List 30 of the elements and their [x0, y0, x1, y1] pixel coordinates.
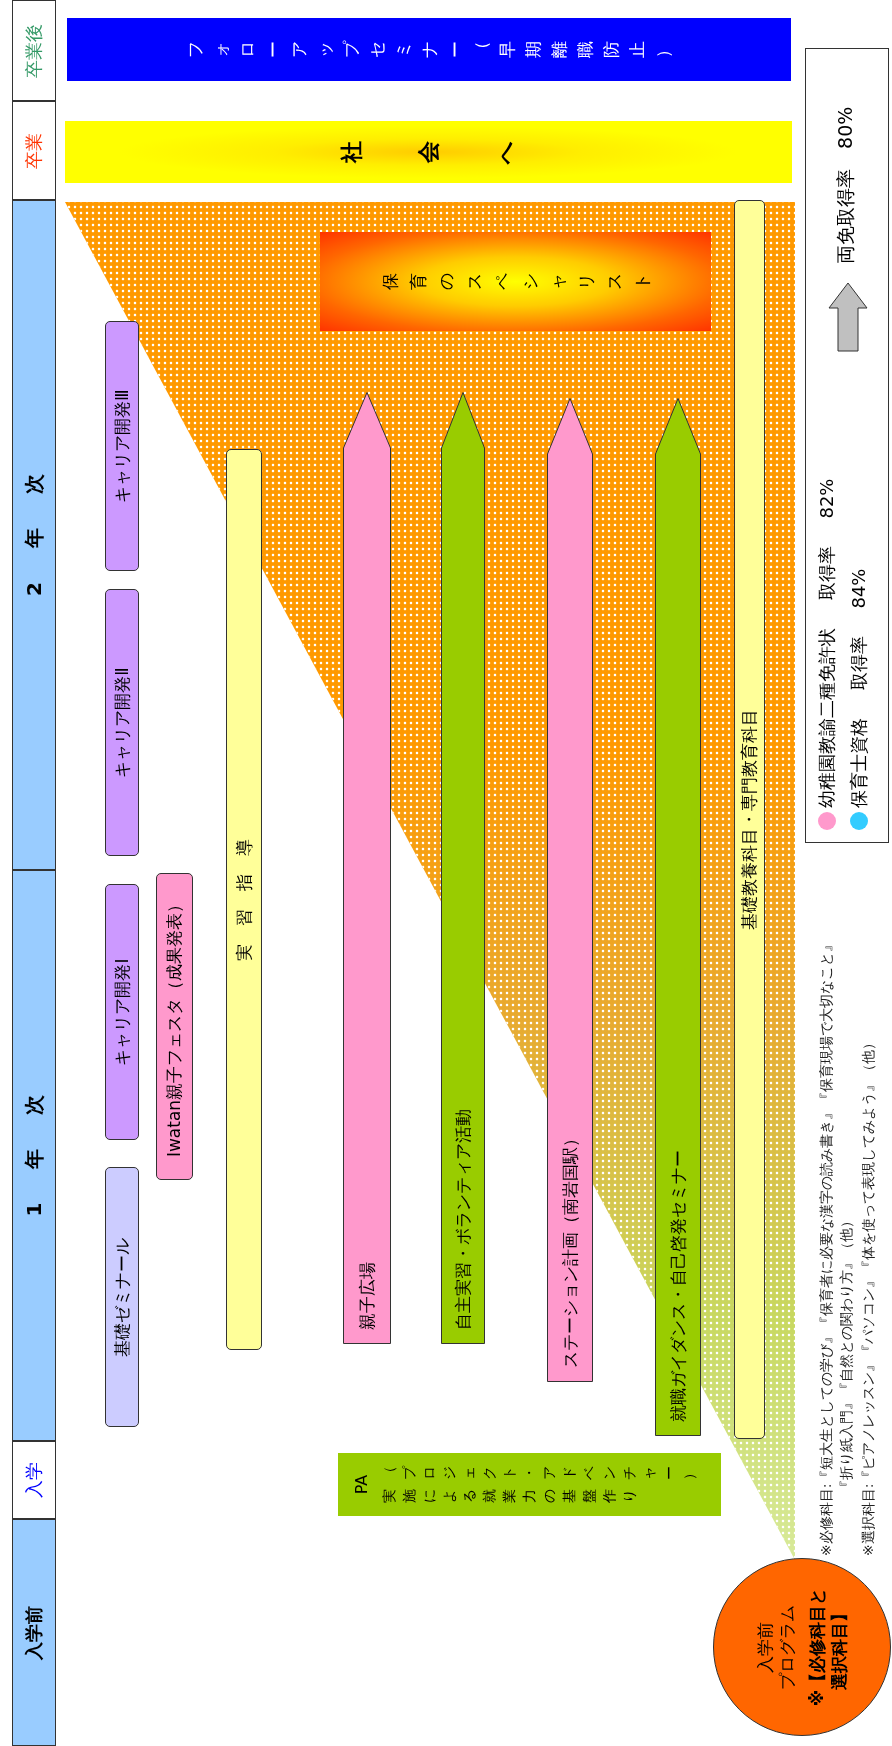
timeline-cell: 入学 — [12, 1441, 56, 1519]
pa-box — [338, 1453, 721, 1516]
program-bar: Iwatan親子フェスタ（成果発表） — [156, 873, 193, 1180]
circle-note: ※【必修科目と選択科目】 — [806, 1587, 850, 1707]
follow-up-band: フォローアップセミナー（早期離職防止） — [67, 18, 791, 81]
rate-label: 両免取得率 80% — [833, 106, 857, 264]
box-text: （プロジェクト・アドベンチャー）実施による就業力の基盤作り — [380, 1464, 698, 1505]
program-bar: キャリア開発Ⅰ — [105, 884, 139, 1140]
program-bar: キャリア開発Ⅲ — [105, 321, 139, 571]
arrow-bar: ステーション計画（南岩国駅） — [547, 398, 593, 1382]
note-text: ※必修科目:『短大生としての学び』『保育者に必要な漢字の読み書き』『保育現場で大切なこと』『折り紙入門』『自然との関わり方』（他） — [817, 936, 855, 1556]
arrow-bar: 自主実習・ボランティア活動 — [441, 392, 485, 1344]
arrow-bar: 親子広場 — [343, 392, 391, 1344]
timeline-cell: 卒業後 — [12, 0, 56, 101]
timeline-cell: 入学前 — [12, 1519, 56, 1746]
timeline-cell: 2年次 — [12, 200, 56, 870]
program-bar: 基礎ゼミナール — [105, 1167, 139, 1427]
society-band: 社会へ — [65, 121, 792, 183]
timeline-cell: 1年次 — [12, 870, 56, 1441]
program-bar: 基礎教養科目・専門教育科目 — [734, 200, 765, 1439]
arrow-bar: 就職ガイダンス・自己啓発セミナー — [655, 398, 701, 1436]
program-bar: キャリア開発Ⅱ — [105, 589, 139, 856]
timeline-cell: 卒業 — [12, 101, 56, 200]
legend-text: 幼稚園教諭二種免許状 取得率 82% — [815, 478, 838, 808]
specialist-box: 保育のスペシャリスト — [320, 232, 711, 331]
program-bar: 実習指導 — [226, 449, 262, 1350]
circle-title: 入学前プログラム — [754, 1604, 798, 1690]
legend-text: 保育士資格 取得率 84% — [847, 568, 870, 808]
box-heading: PA — [352, 1474, 371, 1495]
note-text: ※選択科目:『ピアノレッスン』『パソコン』『体を使って表現してみよう』（他） — [859, 1034, 877, 1556]
